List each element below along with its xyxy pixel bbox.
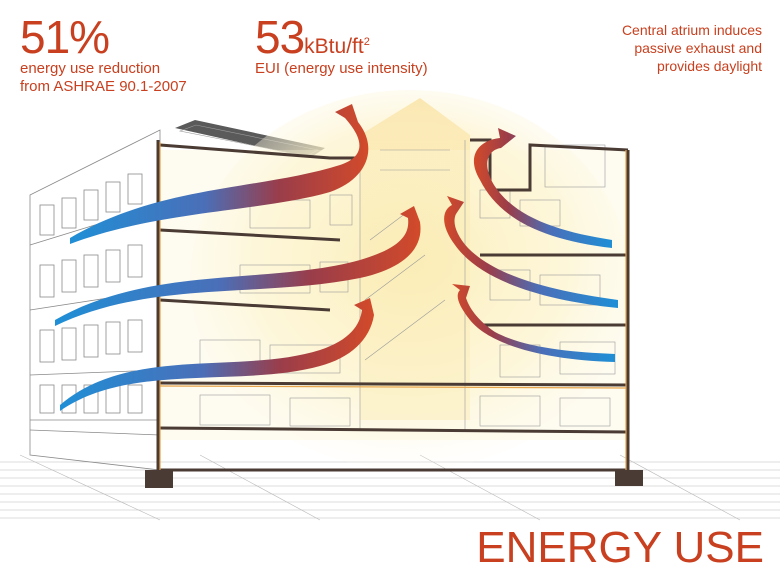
note-line2: passive exhaust and xyxy=(634,40,762,56)
energy-reduction-stat: 51% energy use reduction from ASHRAE 90.… xyxy=(20,14,187,96)
eui-unit: kBtu/ft2 xyxy=(304,35,370,58)
atrium-note: Central atrium induces passive exhaust a… xyxy=(532,21,762,75)
structure-slabs xyxy=(156,138,630,472)
airflow-arrow-icon xyxy=(70,104,369,244)
footings xyxy=(145,470,643,488)
eui-label: EUI (energy use intensity) xyxy=(255,60,428,77)
airflow-left xyxy=(55,104,421,411)
page-title: ENERGY USE xyxy=(476,523,764,572)
reduction-value: 51% xyxy=(20,11,110,63)
reduction-label-line2: from ASHRAE 90.1-2007 xyxy=(20,78,187,95)
slab-edge-accent xyxy=(159,142,627,470)
airflow-arrow-icon xyxy=(444,196,618,308)
airflow-arrow-icon xyxy=(55,206,421,326)
airflow-arrow-icon xyxy=(60,298,374,411)
note-line1: Central atrium induces xyxy=(621,22,762,38)
airflow-right xyxy=(444,128,618,362)
eui-value: 53 xyxy=(255,11,305,63)
airflow-arrow-icon xyxy=(473,128,612,248)
note-line3: provides daylight xyxy=(656,58,762,74)
airflow-arrow-icon xyxy=(452,284,615,362)
eui-stat: 53kBtu/ft2 EUI (energy use intensity) xyxy=(255,14,428,78)
reduction-label-line1: energy use reduction xyxy=(20,60,161,77)
left-facade xyxy=(29,129,161,471)
